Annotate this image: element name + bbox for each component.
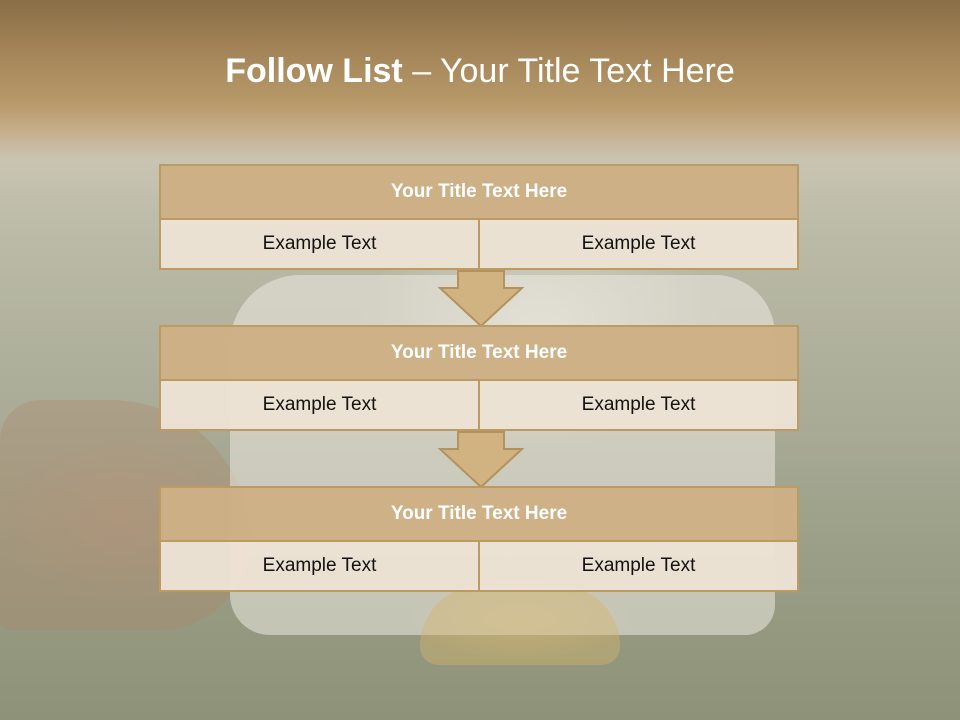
- down-arrow-icon: [438, 431, 524, 489]
- step-title: Your Title Text Here: [159, 486, 799, 542]
- step-panel-3: Your Title Text Here Example Text Exampl…: [159, 486, 799, 592]
- slide-title: Follow List – Your Title Text Here: [0, 52, 960, 91]
- step-title: Your Title Text Here: [159, 164, 799, 220]
- step-cell-left: Example Text: [159, 220, 480, 270]
- step-panel-2: Your Title Text Here Example Text Exampl…: [159, 325, 799, 431]
- slide-title-rest: – Your Title Text Here: [402, 52, 735, 90]
- background-ball: [420, 585, 620, 665]
- step-row: Example Text Example Text: [159, 381, 799, 431]
- step-cell-left: Example Text: [159, 381, 480, 431]
- step-panel-1: Your Title Text Here Example Text Exampl…: [159, 164, 799, 270]
- down-arrow-icon: [438, 270, 524, 328]
- slide-title-bold: Follow List: [225, 52, 403, 90]
- step-cell-right: Example Text: [480, 220, 799, 270]
- step-row: Example Text Example Text: [159, 220, 799, 270]
- step-title: Your Title Text Here: [159, 325, 799, 381]
- step-cell-left: Example Text: [159, 542, 480, 592]
- step-cell-right: Example Text: [480, 381, 799, 431]
- step-cell-right: Example Text: [480, 542, 799, 592]
- step-row: Example Text Example Text: [159, 542, 799, 592]
